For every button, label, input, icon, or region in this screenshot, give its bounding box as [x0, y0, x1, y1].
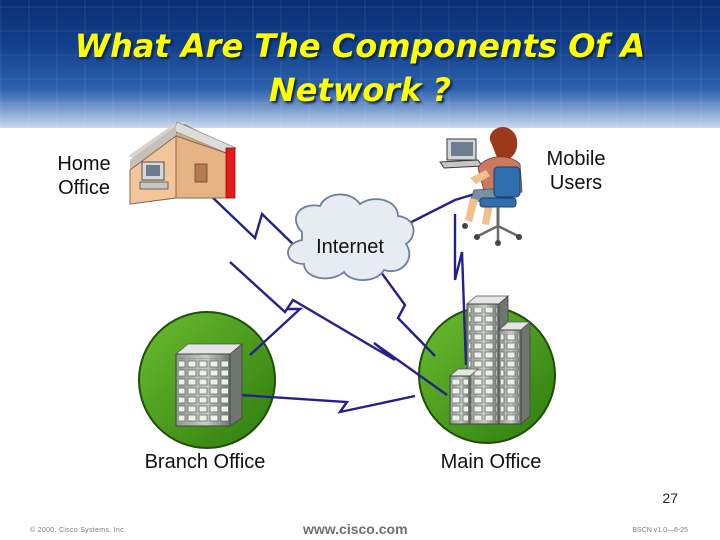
house-icon	[128, 121, 237, 205]
header-band	[0, 0, 720, 128]
link-branch-main	[239, 393, 416, 414]
footer-website: www.cisco.com	[303, 521, 408, 537]
building-icon	[174, 343, 244, 427]
footer-copyright: © 2000, Cisco Systems, Inc.	[30, 527, 127, 534]
footer-course-code: BSCN v1.0—6-25	[632, 527, 688, 534]
page-number: 27	[662, 490, 678, 506]
link-mobile-main	[453, 214, 468, 366]
building-icon	[448, 295, 532, 425]
home-office-label: Home Office	[57, 153, 111, 199]
laptop-icon	[439, 138, 483, 169]
mobile-users-label: Mobile Users	[546, 148, 606, 194]
main-office-label: Main Office	[440, 451, 542, 473]
cloud-icon	[287, 193, 415, 281]
link-home-main	[229, 261, 448, 396]
branch-office-label: Branch Office	[144, 451, 266, 473]
slide-title: What Are The Components Of A Network ?	[74, 27, 646, 109]
link-internet-branch	[249, 307, 304, 356]
link-internet-main	[377, 267, 436, 357]
mobile-user-figure	[462, 127, 523, 246]
internet-label: Internet	[316, 236, 384, 258]
